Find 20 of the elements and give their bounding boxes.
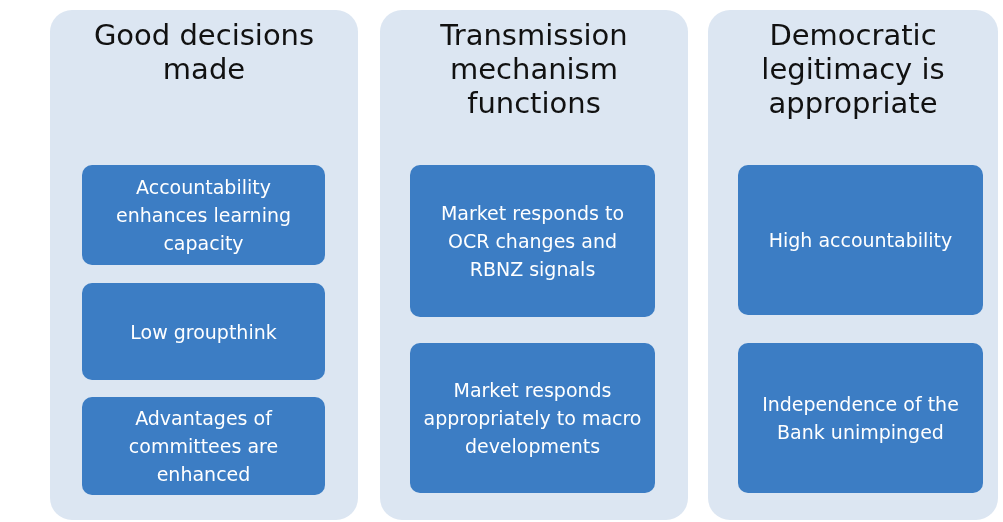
box-label: Advantages of committees are enhanced: [127, 406, 280, 487]
group-panel: [50, 10, 358, 520]
box-label: Accountability enhances learning capacity: [114, 175, 292, 256]
process-box: [410, 165, 655, 317]
process-box: [738, 343, 983, 493]
process-box: [82, 165, 325, 265]
box-label: Market responds to OCR changes and RBNZ signals: [439, 201, 626, 282]
process-box: [410, 343, 655, 493]
process-box: [738, 165, 983, 315]
box-label: Market responds appropriately to macro developments: [422, 378, 643, 459]
panel-heading: Democratic legitimacy is appropriate: [760, 18, 946, 120]
group-panel: [708, 10, 998, 520]
panel-heading: Good decisions made: [92, 18, 316, 86]
group-panel: [380, 10, 688, 520]
box-label: Low groupthink: [129, 319, 278, 345]
process-box: [82, 397, 325, 495]
process-box: [82, 283, 325, 380]
box-label: High accountability: [767, 228, 954, 253]
panel-heading: Transmission mechanism functions: [439, 18, 629, 120]
box-label: Independence of the Bank unimpinged: [761, 392, 960, 445]
